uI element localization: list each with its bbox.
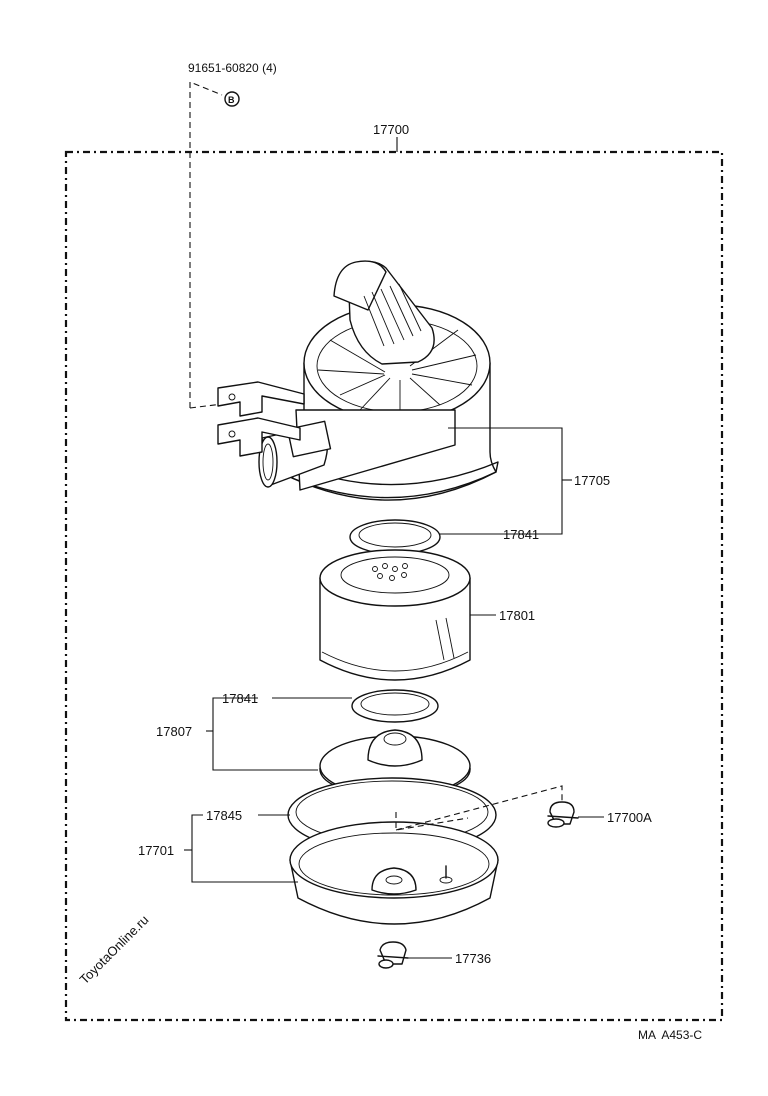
clamp-hidden-line	[395, 785, 563, 831]
cap-part-label: 17705	[574, 473, 610, 488]
leader-lines	[184, 427, 604, 959]
bolt-part-label: 91651-60820 (4)	[188, 61, 277, 75]
upper-gasket-part-label: 17841	[503, 527, 539, 542]
clamp-part-label: 17700A	[607, 810, 652, 825]
bolt-callout: B	[189, 81, 240, 409]
cover-assy-part-label: 17807	[156, 724, 192, 739]
clamp-drawing	[547, 801, 579, 828]
lower-gasket-part-label: 17841	[222, 691, 258, 706]
upper-gasket-drawing	[349, 519, 441, 555]
seal-part-label: 17845	[206, 808, 242, 823]
lower-gasket-drawing	[351, 689, 439, 723]
clip-part-label: 17736	[455, 951, 491, 966]
air-cleaner-cap-drawing	[217, 260, 499, 501]
watermark: ToyotaOnline.ru	[77, 912, 152, 987]
bolt-mark-label: B	[228, 95, 235, 105]
case-part-label: 17701	[138, 843, 174, 858]
air-cleaner-case-drawing	[289, 821, 499, 925]
clip-drawing	[377, 941, 409, 969]
element-part-label: 17801	[499, 608, 535, 623]
figure-code: MA A453-C	[638, 1028, 702, 1042]
assembly-boundary	[64, 137, 724, 1022]
assembly-part-label: 17700	[373, 122, 409, 137]
filter-element-drawing	[319, 549, 471, 681]
